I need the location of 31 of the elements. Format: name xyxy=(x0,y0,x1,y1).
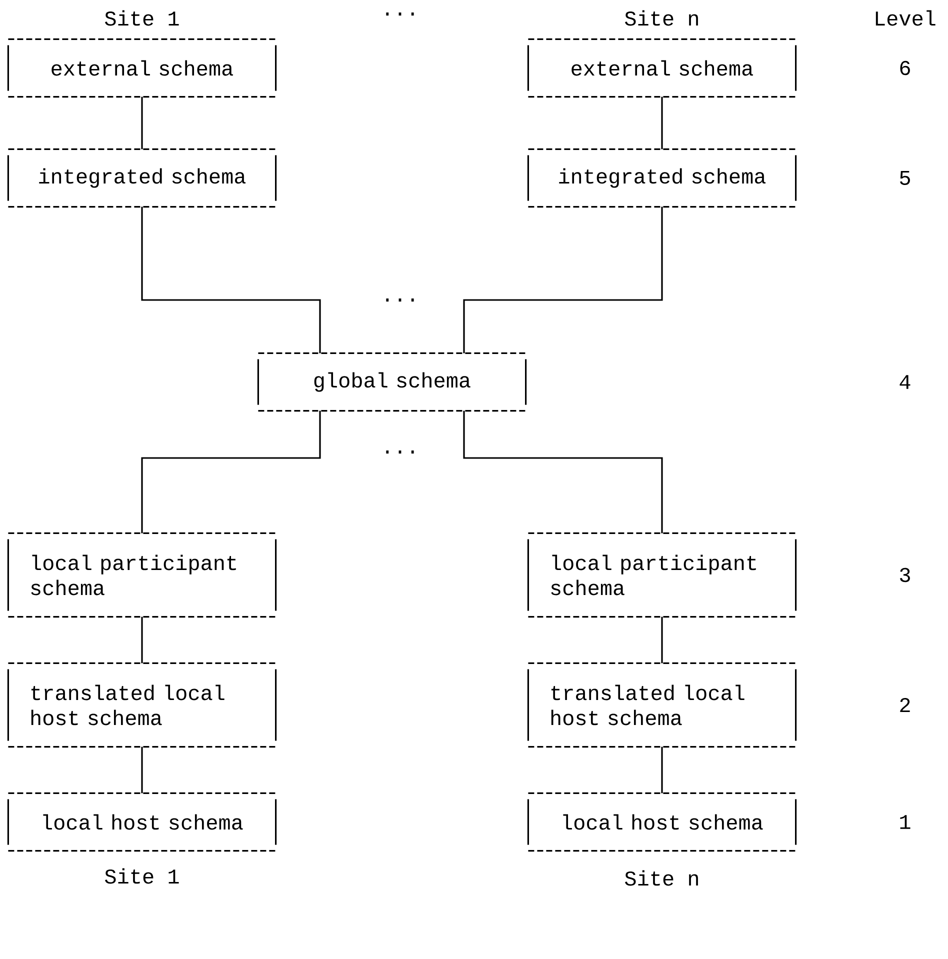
schema-box: translated local host schema xyxy=(7,662,277,748)
connector-line xyxy=(661,746,663,794)
level-number: 2 xyxy=(900,698,910,712)
ellipsis: ... xyxy=(386,450,414,454)
schema-box: integrated schema xyxy=(7,148,277,208)
schema-box: local participant schema xyxy=(527,532,797,618)
connector-line xyxy=(141,746,143,794)
schema-box: global schema xyxy=(257,352,527,412)
ellipsis: ... xyxy=(386,298,414,302)
level-number: 6 xyxy=(900,60,910,76)
connector-line xyxy=(141,616,143,664)
connector-line xyxy=(661,616,663,664)
level-number: 5 xyxy=(900,171,910,186)
schema-box: translated local host schema xyxy=(527,662,797,748)
schema-box: external schema xyxy=(7,38,277,98)
level-number: 4 xyxy=(900,375,910,389)
schema-box: integrated schema xyxy=(527,148,797,208)
connector-line xyxy=(463,206,663,354)
connector-line xyxy=(141,206,321,354)
connector-line xyxy=(661,96,663,150)
schema-box: local host schema xyxy=(7,792,277,852)
schema-box: local host schema xyxy=(527,792,797,852)
connector-line xyxy=(141,410,321,534)
level-number: 1 xyxy=(900,815,910,829)
schema-box: external schema xyxy=(527,38,797,98)
connector-line xyxy=(141,96,143,150)
text-label: Level xyxy=(876,10,936,26)
ellipsis: ... xyxy=(386,12,414,16)
level-number: 3 xyxy=(900,568,910,582)
schema-box: local participant schema xyxy=(7,532,277,618)
connector-line xyxy=(463,410,663,534)
